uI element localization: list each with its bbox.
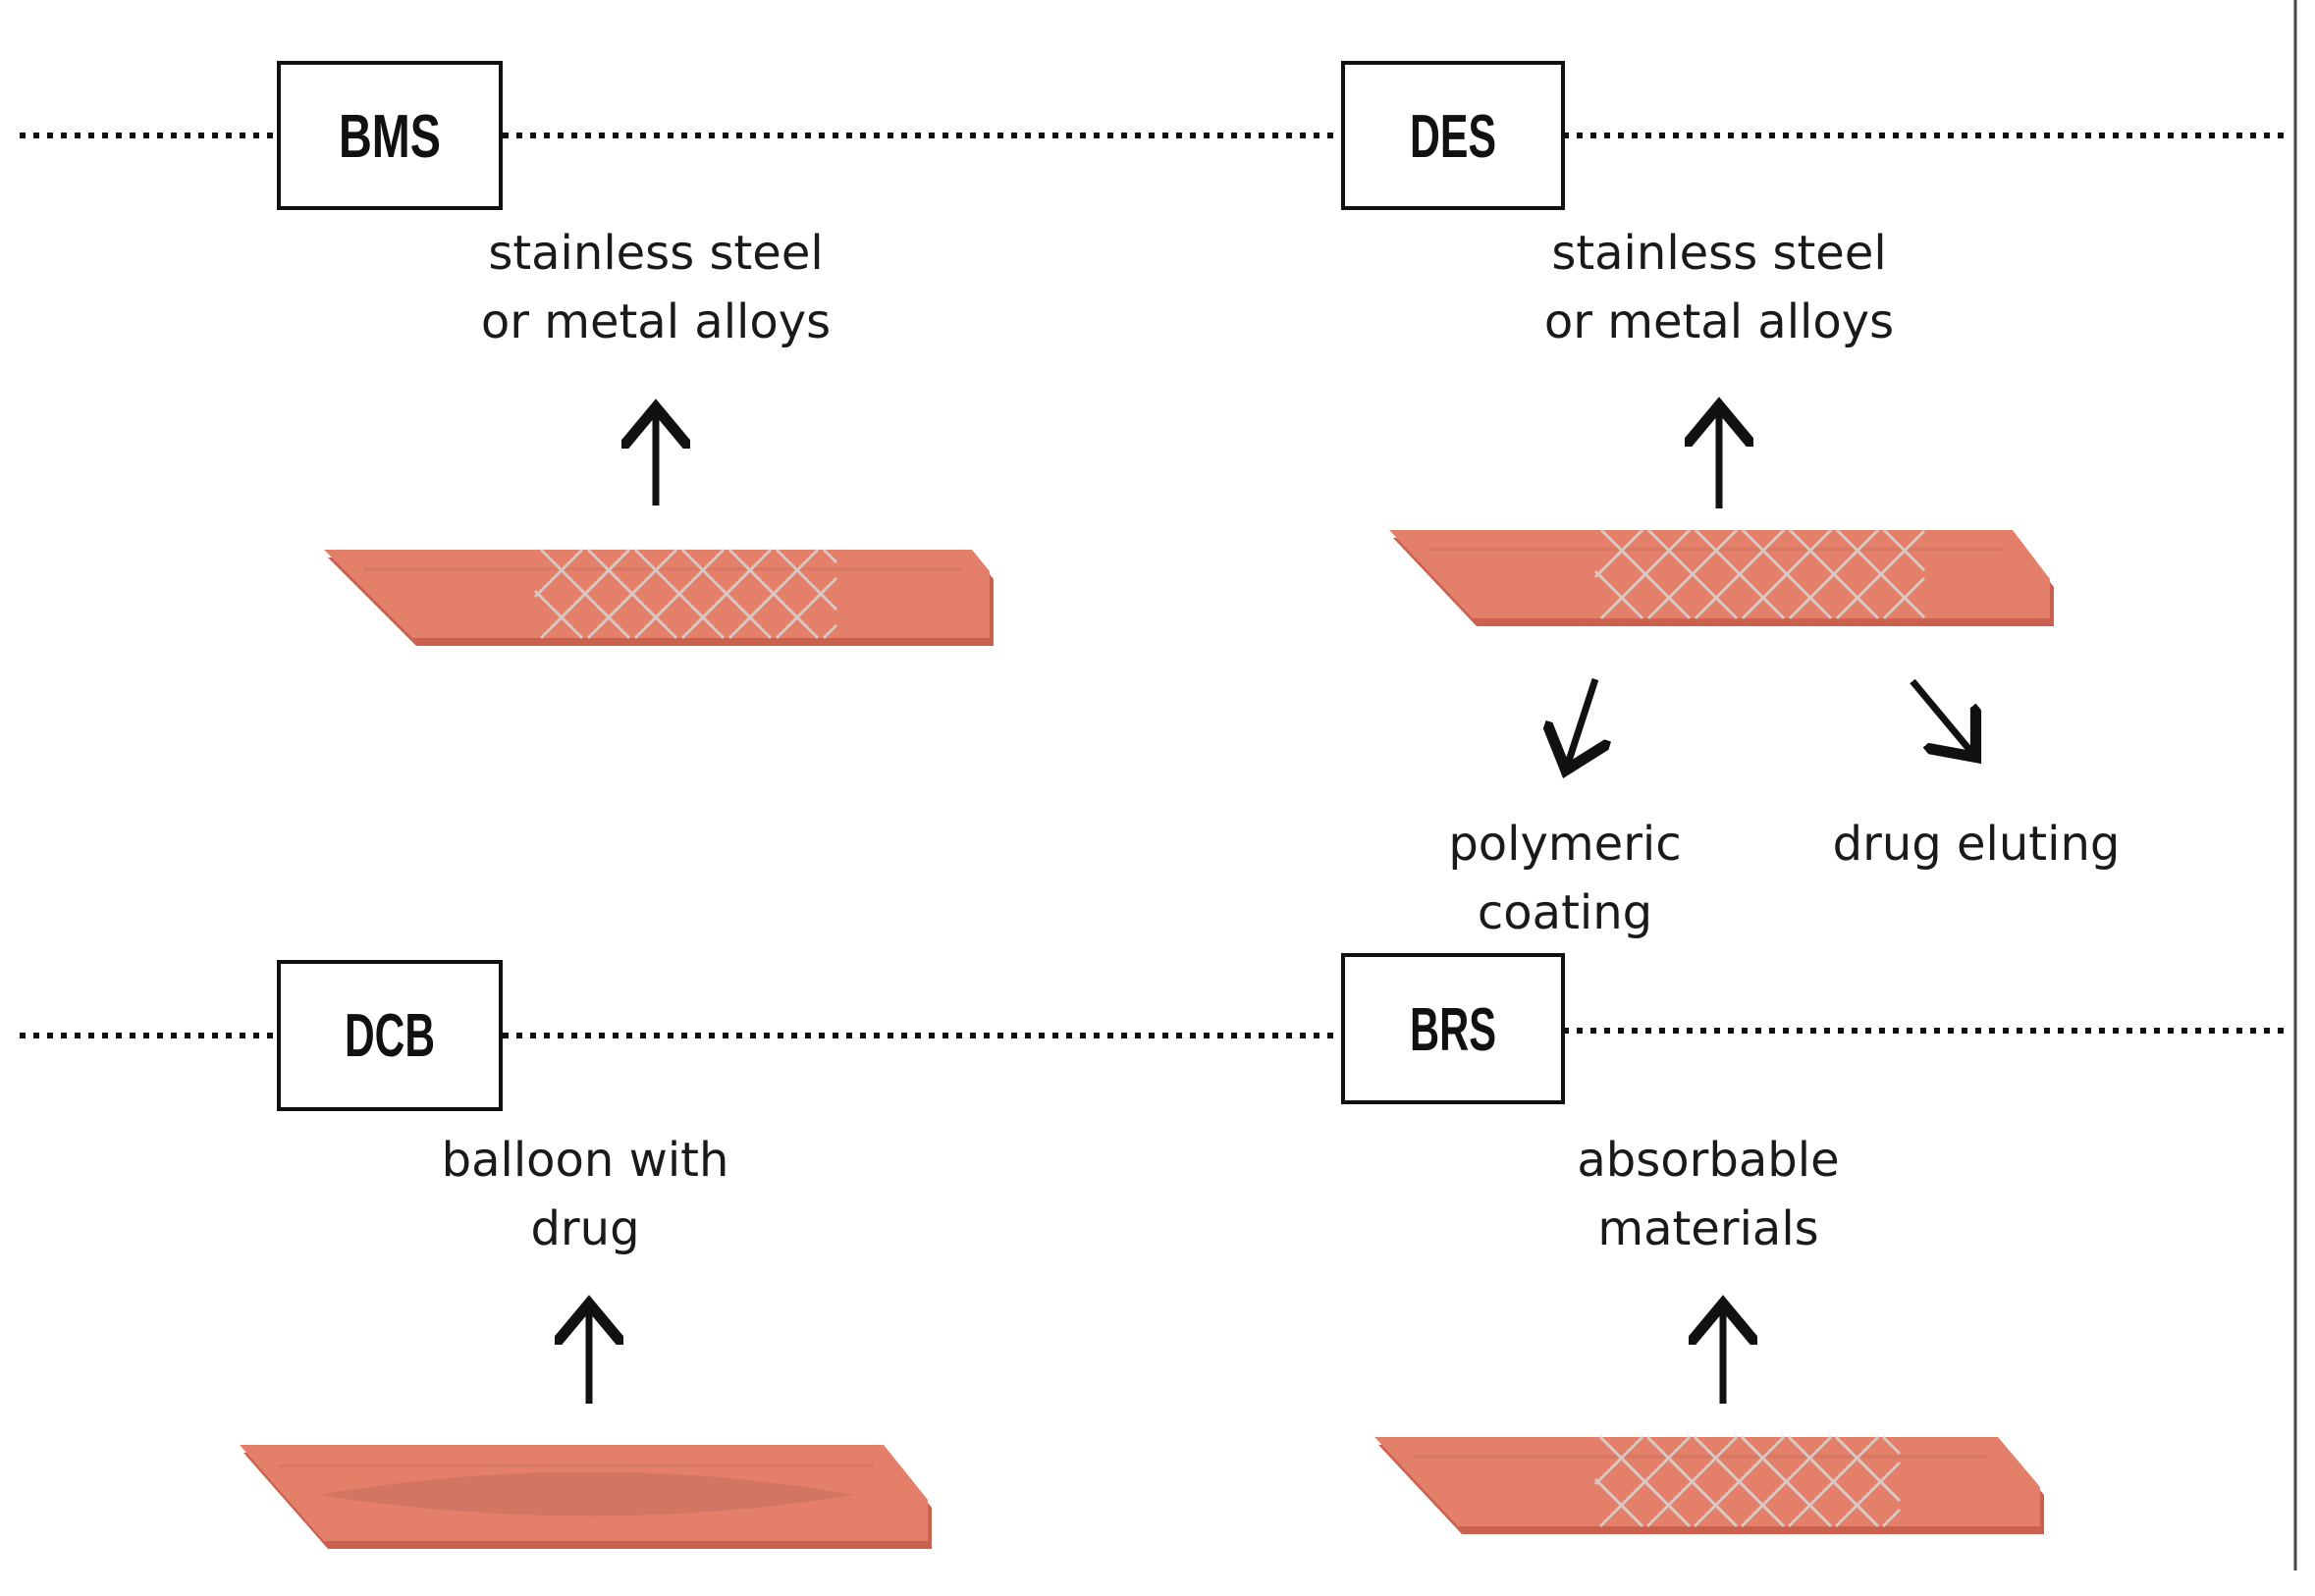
stent-mesh <box>533 548 838 640</box>
mesh-strut <box>727 548 820 640</box>
stent-mesh <box>1593 528 1926 620</box>
brs-desc-line-1: absorbable <box>1577 1133 1839 1188</box>
dcb-balloon <box>240 1445 932 1549</box>
balloon <box>318 1471 854 1516</box>
mesh-strut <box>1646 528 1739 620</box>
mesh-strut <box>1881 1508 1902 1528</box>
mesh-strut <box>775 576 838 640</box>
mesh-strut <box>1740 1435 1833 1528</box>
bms-title: BMS <box>339 103 441 171</box>
mesh-strut <box>1881 1435 1902 1456</box>
mesh-strut <box>1593 1477 1644 1528</box>
des-branch-left-line-2: coating <box>1478 885 1652 940</box>
vessel-body <box>324 550 990 638</box>
mesh-strut <box>1694 528 1786 620</box>
bms-panel: BMS stainless steel or metal alloys <box>277 61 994 646</box>
dcb-box <box>277 960 503 1111</box>
vessel-body <box>1374 1437 2040 1526</box>
brs-desc-line-2: materials <box>1597 1201 1818 1256</box>
des-title: DES <box>1410 103 1496 171</box>
mesh-strut <box>539 548 631 640</box>
mesh-strut <box>586 548 678 640</box>
mesh-strut <box>1882 576 1926 620</box>
bms-box <box>277 61 503 210</box>
mesh-strut <box>1693 1435 1786 1528</box>
mesh-strut <box>822 623 838 640</box>
brs-panel: BRS absorbable materials <box>1341 953 2044 1534</box>
dcb-panel: DCB balloon with drug <box>240 960 932 1549</box>
des-desc-line-2: or metal alloys <box>1544 294 1894 349</box>
brs-title: BRS <box>1410 996 1496 1064</box>
des-arrow-down-left <box>1568 677 1595 764</box>
mesh-strut <box>1598 1435 1692 1528</box>
dcb-desc-line-2: drug <box>530 1201 639 1256</box>
mesh-strut <box>1834 1461 1902 1528</box>
mesh-strut <box>1787 1435 1880 1528</box>
brs-box <box>1341 953 1565 1104</box>
mesh-strut <box>1882 528 1926 572</box>
des-stent <box>1389 528 2054 626</box>
mesh-strut <box>633 548 726 640</box>
mesh-strut <box>1599 528 1692 620</box>
des-box <box>1341 61 1565 210</box>
dcb-title: DCB <box>345 1002 435 1070</box>
des-desc-line-1: stainless steel <box>1551 226 1886 281</box>
mesh-strut <box>533 589 584 640</box>
mesh-strut <box>1593 528 1644 579</box>
bms-stent <box>324 548 994 646</box>
mesh-strut <box>680 548 773 640</box>
bms-desc-line-1: stainless steel <box>488 226 823 281</box>
mesh-strut <box>1593 569 1644 620</box>
mesh-strut <box>533 548 584 599</box>
mesh-strut <box>1835 529 1926 620</box>
mesh-strut <box>1834 1435 1902 1503</box>
des-arrow-down-right <box>1910 678 1971 752</box>
des-branch-right-line-1: drug eluting <box>1833 817 2121 872</box>
des-branch-left-line-1: polymeric <box>1448 817 1681 872</box>
mesh-strut <box>1741 528 1833 620</box>
stent-mesh <box>1593 1435 1902 1528</box>
bms-desc-line-2: or metal alloys <box>481 294 831 349</box>
mesh-strut <box>1788 528 1880 620</box>
dcb-desc-line-1: balloon with <box>442 1133 729 1188</box>
brs-stent <box>1374 1435 2044 1534</box>
mesh-strut <box>775 548 838 612</box>
mesh-strut <box>822 548 838 564</box>
vessel-body <box>1389 530 2050 618</box>
mesh-strut <box>1645 1435 1739 1528</box>
mesh-strut <box>1593 1435 1644 1486</box>
des-panel: DES stainless steel or metal alloys poly… <box>1341 61 2121 940</box>
